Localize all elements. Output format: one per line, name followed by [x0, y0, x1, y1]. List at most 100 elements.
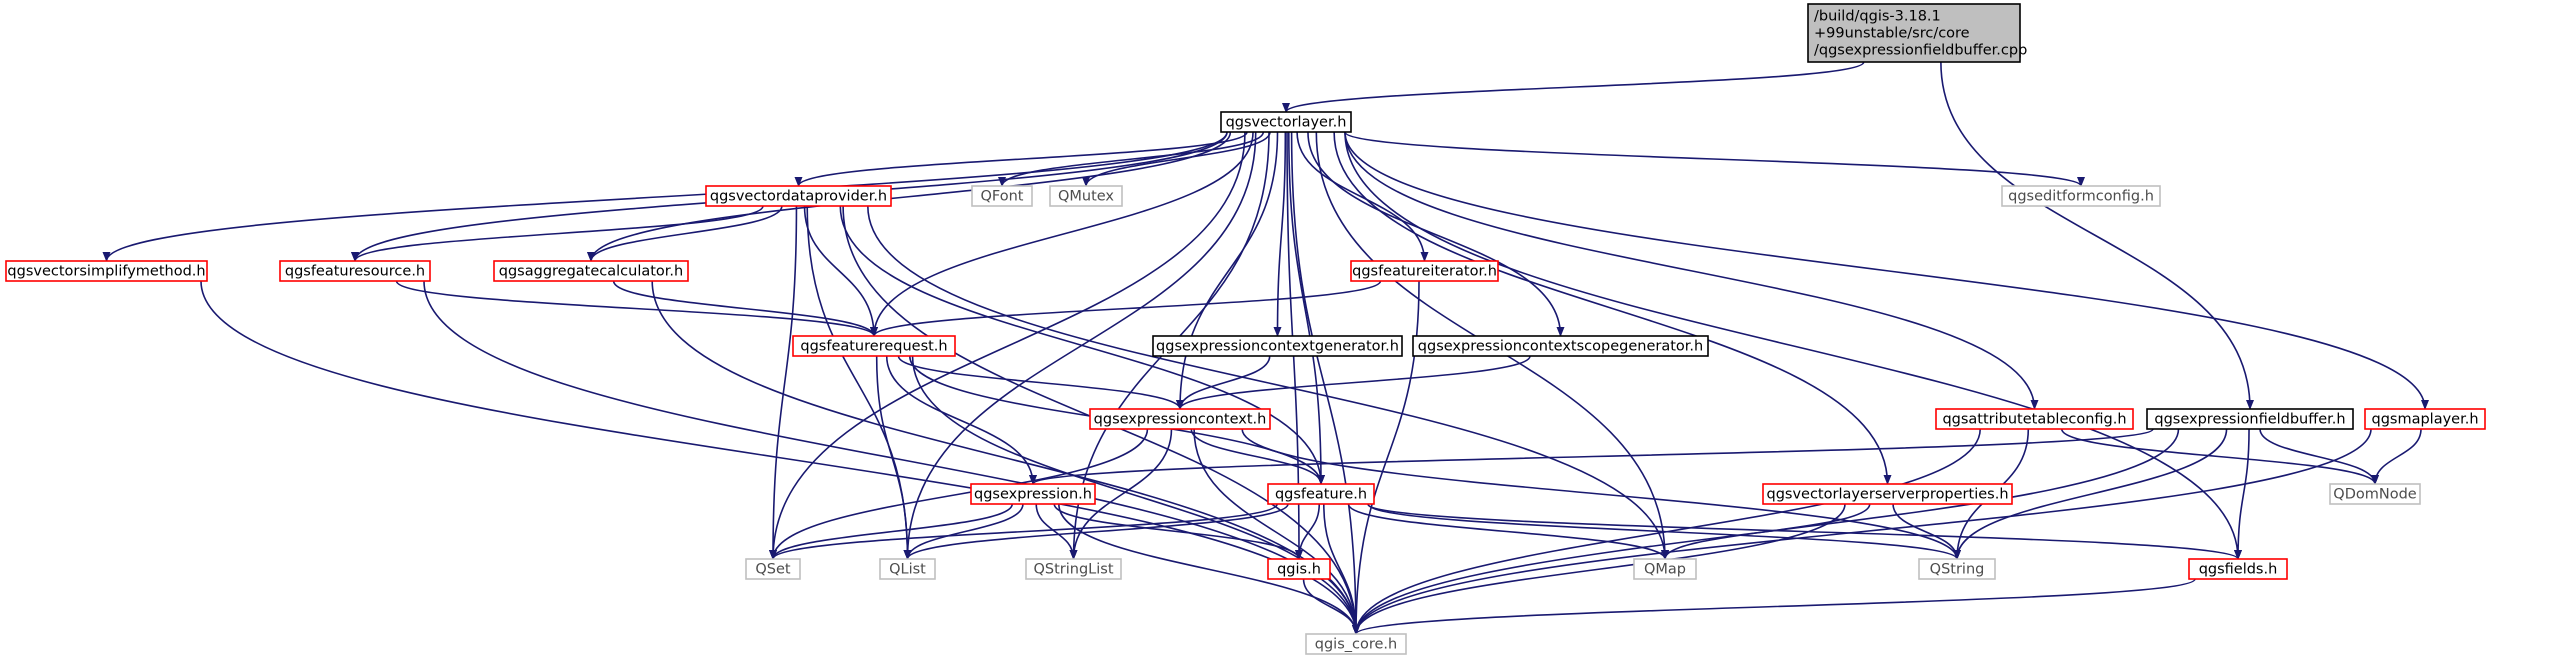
node-label-qlist: QList	[889, 562, 926, 578]
edge-qgsvectordataprovider-to-qmap	[867, 205, 1669, 560]
node-qgsvectorlayer[interactable]: qgsvectorlayer.h	[1220, 111, 1352, 133]
node-box-qlist	[879, 558, 936, 580]
node-label-qgsvectorsimplifymethod: qgsvectorsimplifymethod.h	[7, 264, 205, 280]
node-label-root-line-3: /qgsexpressionfieldbuffer.cpp	[1814, 43, 2027, 59]
node-box-qgsexpressioncontext	[1089, 408, 1271, 430]
edge-qgsvectorlayer-to-qgsfeaturerequest	[870, 131, 1254, 337]
edge-qgsfeature-to-qstring	[1367, 503, 1961, 560]
edge-qgsvectorlayer-to-qgsexpressioncontextgenerator	[1273, 131, 1287, 337]
node-qgsvectorlayerserverproperties[interactable]: qgsvectorlayerserverproperties.h	[1762, 483, 2013, 505]
edge-qgsfeature-to-qlist	[903, 503, 1289, 560]
edge-qgsexpression-to-qlist	[903, 503, 1024, 560]
node-qgsfields[interactable]: qgsfields.h	[2188, 558, 2288, 580]
edge-qgsvectorlayer-to-qgsfields	[1344, 131, 2242, 560]
edge-qgsexpression-to-qstringlist	[1035, 503, 1078, 560]
node-box-qmap	[1633, 558, 1697, 580]
node-label-qgsmaplayer: qgsmaplayer.h	[2371, 412, 2478, 428]
node-qmap: QMap	[1633, 558, 1697, 580]
edge-qgsvectorlayer-to-qgsfeatureiterator	[1296, 131, 1429, 262]
node-label-qgsexpression: qgsexpression.h	[974, 487, 1092, 503]
node-box-qgsfeature	[1267, 483, 1375, 505]
node-label-qgsvectorlayer: qgsvectorlayer.h	[1226, 115, 1347, 131]
node-box-qgsvectordataprovider	[705, 185, 892, 207]
edge-qgsvectorlayer-to-qmutex	[1082, 131, 1271, 187]
node-qset: QSet	[745, 558, 801, 580]
edge-qgsfeatureiterator-to-qgis_core	[1352, 280, 1420, 635]
node-qgsaggregatecalculator[interactable]: qgsaggregatecalculator.h	[493, 260, 689, 282]
edge-qgsvectordataprovider-to-qgsfeaturesource	[351, 205, 764, 262]
node-label-qgsfeaturesource: qgsfeaturesource.h	[285, 264, 425, 280]
node-box-qgsaggregatecalculator	[493, 260, 689, 282]
node-qgsmaplayer[interactable]: qgsmaplayer.h	[2364, 408, 2486, 430]
node-box-qgsvectorlayer	[1220, 111, 1352, 133]
edge-qgsmaplayer-to-qgis_core	[1352, 428, 2372, 635]
edge-qgsfeaturerequest-to-qlist	[875, 355, 912, 560]
node-label-qgsfeaturerequest: qgsfeaturerequest.h	[800, 339, 947, 355]
edge-root-to-qgsvectorlayer	[1282, 61, 1865, 113]
edge-qgsvectorlayer-to-qgsaggregatecalculator	[587, 131, 1232, 262]
edge-qgsexpressionfieldbuffer-to-qgsfields	[2234, 428, 2250, 560]
node-label-qset: QSet	[755, 562, 791, 578]
node-box-qgseditformconfig	[2001, 185, 2161, 207]
node-qgsexpressionfieldbuffer[interactable]: qgsexpressionfieldbuffer.h	[2146, 408, 2354, 430]
node-label-qmutex: QMutex	[1058, 189, 1114, 205]
node-qdomnode: QDomNode	[2329, 483, 2421, 505]
edge-qgsvectorlayerserverproperties-to-qstring	[1892, 503, 1961, 560]
node-box-qmutex	[1049, 185, 1123, 207]
edge-qgsvectorlayer-to-qgsvectordataprovider	[794, 131, 1248, 187]
node-label-qgsfeatureiterator: qgsfeatureiterator.h	[1352, 264, 1497, 280]
edge-qgsvectorlayer-to-qgsvectorlayerserverproperties	[1333, 131, 1892, 485]
node-label-qfont: QFont	[981, 189, 1024, 205]
edge-qgsvectorlayer-to-qgsattributetableconfig	[1344, 131, 2039, 410]
node-qgsfeature[interactable]: qgsfeature.h	[1267, 483, 1375, 505]
node-qgsattributetableconfig[interactable]: qgsattributetableconfig.h	[1935, 408, 2134, 430]
node-qmutex: QMutex	[1049, 185, 1123, 207]
edge-qgsvectorlayerserverproperties-to-qmap	[1661, 503, 1871, 560]
edge-qgsvectorlayer-to-qgseditformconfig	[1344, 131, 2085, 187]
node-label-root-line-1: /build/qgis-3.18.1	[1814, 9, 1941, 25]
edge-qgsexpression-to-qgis_core	[1058, 503, 1360, 635]
node-label-qgsexpressioncontextscopegenerator: qgsexpressioncontextscopegenerator.h	[1418, 339, 1703, 355]
edge-qgsexpressioncontextscopegenerator-to-qgsexpressioncontext	[1176, 355, 1531, 410]
node-qgsvectorsimplifymethod[interactable]: qgsvectorsimplifymethod.h	[5, 260, 208, 282]
node-qgsexpressioncontextscopegenerator[interactable]: qgsexpressioncontextscopegenerator.h	[1412, 335, 1709, 357]
node-qgsfeaturerequest[interactable]: qgsfeaturerequest.h	[792, 335, 956, 357]
edge-qgsfeaturesource-to-qgsfeaturerequest	[395, 280, 878, 337]
node-qgsfeaturesource[interactable]: qgsfeaturesource.h	[279, 260, 431, 282]
node-box-qgsattributetableconfig	[1935, 408, 2134, 430]
node-label-qgsexpressionfieldbuffer: qgsexpressionfieldbuffer.h	[2154, 412, 2345, 428]
node-box-qgsfeaturesource	[279, 260, 431, 282]
edge-qgsfeaturerequest-to-qgsexpression	[885, 355, 1037, 485]
edge-qgsaggregatecalculator-to-qgsfeaturerequest	[612, 280, 878, 337]
node-qgsexpressioncontext[interactable]: qgsexpressioncontext.h	[1089, 408, 1271, 430]
node-box-qstringlist	[1025, 558, 1122, 580]
edge-qgsvectordataprovider-to-qgsaggregatecalculator	[587, 205, 783, 262]
node-label-qgsexpressioncontextgenerator: qgsexpressioncontextgenerator.h	[1156, 339, 1399, 355]
node-root[interactable]: /build/qgis-3.18.1+99unstable/src/core/q…	[1807, 3, 2027, 63]
node-box-root	[1807, 3, 2021, 63]
edge-qgsfeature-to-qgsfields	[1367, 503, 2242, 560]
node-label-root-line-2: +99unstable/src/core	[1814, 26, 1970, 42]
node-label-qstring: QString	[1930, 562, 1985, 578]
edge-qgsvectorlayer-to-qgsmaplayer	[1344, 131, 2429, 410]
node-label-qgsfields: qgsfields.h	[2199, 562, 2278, 578]
node-label-qgsfeature: qgsfeature.h	[1275, 487, 1367, 503]
edge-qgsfeature-to-qgis_core	[1323, 503, 1360, 635]
edge-root-to-qgsexpressionfieldbuffer	[1940, 61, 2254, 410]
node-qgsexpressioncontextgenerator[interactable]: qgsexpressioncontextgenerator.h	[1152, 335, 1403, 357]
node-qlist: QList	[879, 558, 936, 580]
node-qgis[interactable]: qgis.h	[1267, 558, 1331, 580]
node-qgseditformconfig: qgseditformconfig.h	[2001, 185, 2161, 207]
node-qgsfeatureiterator[interactable]: qgsfeatureiterator.h	[1350, 260, 1499, 282]
node-qgis_core: qgis_core.h	[1305, 633, 1407, 655]
edge-qgsfeature-to-qset	[769, 503, 1278, 560]
node-qgsvectordataprovider[interactable]: qgsvectordataprovider.h	[705, 185, 892, 207]
edge-qgsmaplayer-to-qdomnode	[2371, 428, 2422, 485]
node-box-qgsexpressionfieldbuffer	[2146, 408, 2354, 430]
node-box-qgsfields	[2188, 558, 2288, 580]
edge-qgsvectorlayer-to-qgsvectorsimplifymethod	[102, 131, 1228, 262]
node-label-qgsaggregatecalculator: qgsaggregatecalculator.h	[499, 264, 683, 280]
node-label-qgis: qgis.h	[1277, 562, 1321, 578]
node-qgsexpression[interactable]: qgsexpression.h	[970, 483, 1096, 505]
